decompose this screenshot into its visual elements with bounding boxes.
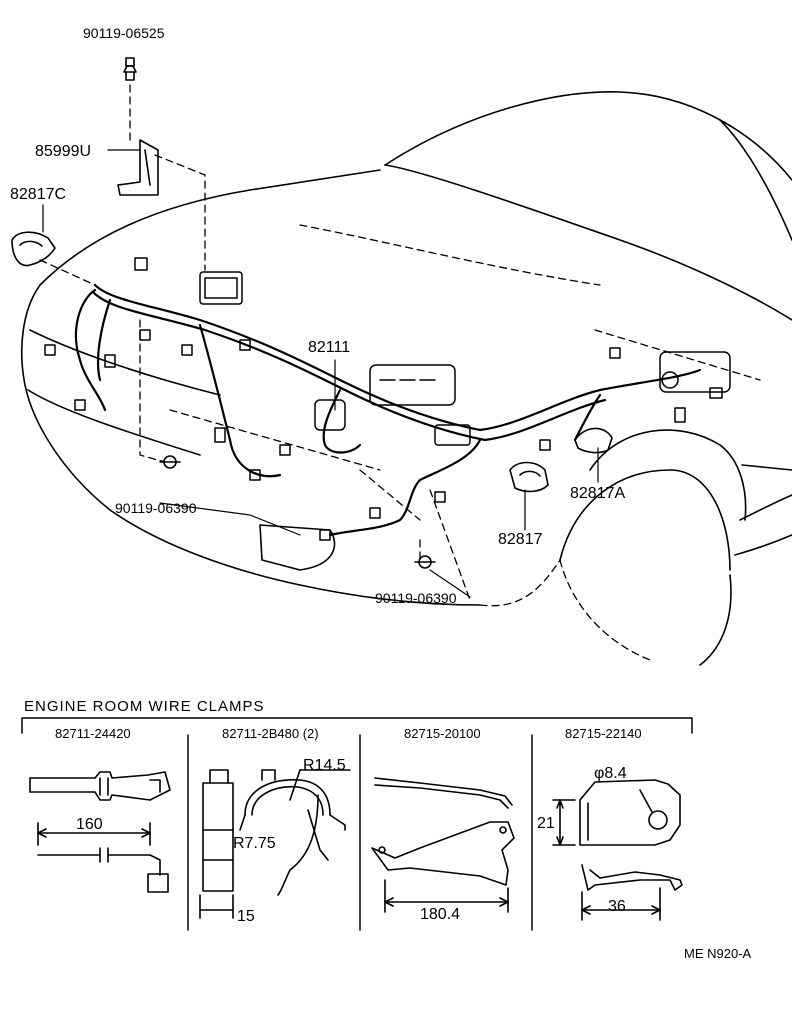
assembly-leader-lines bbox=[39, 84, 761, 661]
column-part-3: 82715-20100 bbox=[404, 726, 481, 741]
bolt-90119-06390-bottom bbox=[414, 555, 436, 569]
clamp-82817C bbox=[11, 231, 56, 267]
footer-code: ME N920-A bbox=[684, 946, 752, 961]
dim-36: 36 bbox=[608, 898, 626, 915]
clamp-82817 bbox=[509, 461, 549, 493]
dimension-labels: 160 R14.5 R7.75 15 180.4 φ8.4 21 36 bbox=[76, 757, 627, 925]
callout-clamp-a: 82817A bbox=[570, 485, 625, 502]
car-body-outline bbox=[20, 91, 792, 666]
dim-160: 160 bbox=[76, 816, 103, 833]
clamp-detail-82715-22140 bbox=[552, 779, 683, 921]
callout-bolt-top: 90119-06525 bbox=[83, 25, 165, 41]
clamp-detail-82711-2B480 bbox=[199, 769, 351, 919]
dim-phi-8-4: φ8.4 bbox=[594, 765, 627, 782]
column-part-1: 82711-24420 bbox=[55, 726, 131, 741]
callout-bolt-left: 90119-06390 bbox=[115, 500, 197, 516]
dim-15: 15 bbox=[237, 908, 255, 925]
wire-harness-82111 bbox=[74, 283, 702, 537]
callout-clamp: 82817 bbox=[498, 531, 543, 548]
harness-connectors bbox=[44, 257, 731, 541]
section-title: ENGINE ROOM WIRE CLAMPS bbox=[24, 698, 265, 715]
callout-bolt-bottom: 90119-06390 bbox=[375, 590, 457, 606]
callout-harness: 82111 bbox=[308, 339, 350, 356]
callout-labels: 90119-06525 85999U 82817C 82111 90119-06… bbox=[10, 25, 625, 606]
callout-leaders bbox=[42, 149, 599, 598]
dim-r14-5: R14.5 bbox=[303, 757, 346, 774]
clamp-82817A bbox=[574, 427, 613, 454]
clamp-detail-82715-20100 bbox=[371, 777, 515, 913]
callout-bracket: 85999U bbox=[35, 143, 91, 160]
callout-clamp-c: 82817C bbox=[10, 186, 66, 203]
column-part-numbers: 82711-24420 82711-2B480 (2) 82715-20100 … bbox=[55, 726, 642, 741]
clamp-detail-82711-24420 bbox=[29, 771, 171, 893]
dim-r7-75: R7.75 bbox=[233, 835, 276, 852]
dim-21: 21 bbox=[537, 815, 555, 832]
column-part-4: 82715-22140 bbox=[565, 726, 642, 741]
dim-180-4: 180.4 bbox=[420, 906, 460, 923]
section-frame bbox=[21, 717, 693, 931]
bolt-90119-06390-left bbox=[159, 455, 181, 469]
bracket-85999U bbox=[117, 139, 159, 196]
bolt-90119-06525 bbox=[123, 57, 137, 81]
column-part-2: 82711-2B480 (2) bbox=[222, 726, 319, 741]
